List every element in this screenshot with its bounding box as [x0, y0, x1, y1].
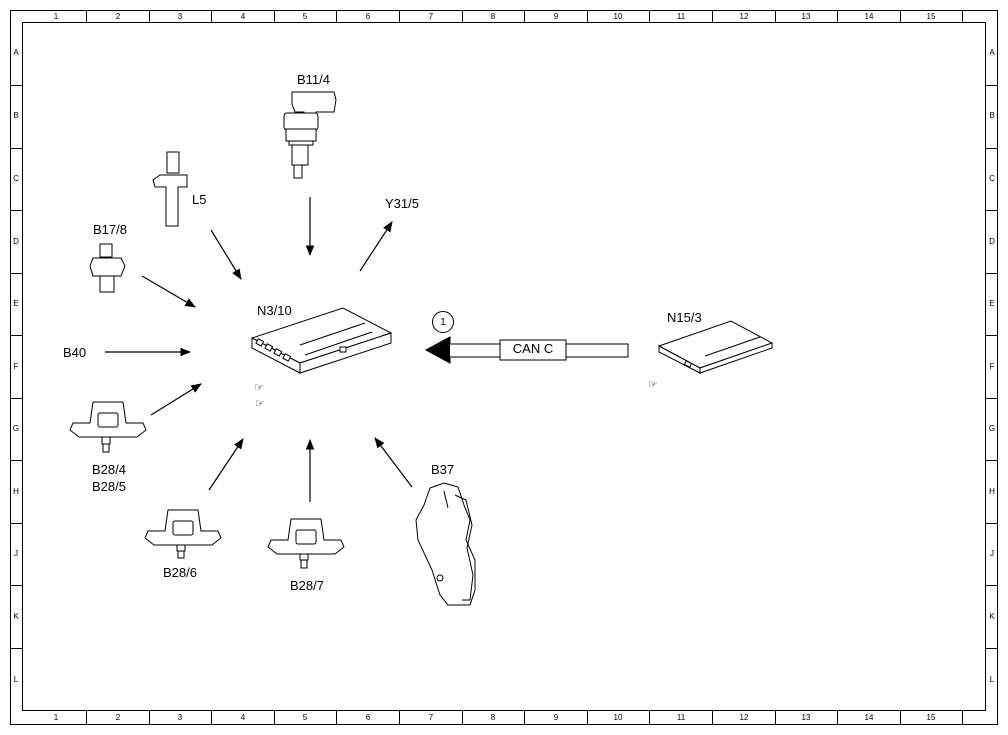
signal-arrows — [105, 197, 413, 502]
label-b28-7: B28/7 — [290, 578, 324, 593]
column-label-bottom: 4 — [240, 713, 246, 722]
column-label-top: 5 — [302, 12, 308, 21]
column-label-top: 6 — [365, 12, 371, 21]
column-label-bottom: 11 — [676, 713, 686, 722]
row-label-left: K — [13, 612, 19, 621]
row-label-left: H — [13, 487, 19, 496]
label-b28-5: B28/5 — [92, 479, 126, 494]
row-label-right: A — [989, 48, 995, 57]
arrow-b28-6-to-n3-10 — [208, 438, 244, 491]
row-label-right: C — [989, 174, 995, 183]
column-label-bottom: 5 — [302, 713, 308, 722]
b28-6-sensor — [144, 509, 222, 559]
column-label-bottom: 15 — [926, 713, 936, 722]
label-b11-4: B11/4 — [297, 72, 331, 87]
arrow-b37-to-n3-10 — [374, 437, 413, 488]
can-bus-arrow — [424, 336, 629, 364]
column-label-bottom: 14 — [864, 713, 874, 722]
drawing-border — [10, 10, 998, 725]
column-label-top: 8 — [490, 12, 496, 21]
row-label-left: F — [13, 362, 19, 371]
label-b40: B40 — [63, 345, 87, 360]
column-label-top: 1 — [53, 12, 59, 21]
note-marker: 1 — [432, 311, 454, 333]
row-label-left: C — [13, 174, 19, 183]
column-label-top: 11 — [676, 12, 686, 21]
row-label-left: G — [12, 424, 20, 433]
label-n3-10: N3/10 — [257, 303, 292, 318]
column-label-top: 7 — [428, 12, 434, 21]
arrow-l5-to-n3-10 — [210, 229, 242, 280]
column-label-bottom: 8 — [490, 713, 496, 722]
row-label-left: J — [14, 549, 18, 558]
column-grid-ticks — [86, 10, 963, 725]
label-l5: L5 — [192, 192, 207, 207]
hand-pointer-icon: ☞ — [255, 397, 265, 410]
n3-10-control-unit — [250, 307, 393, 374]
row-label-left: B — [13, 111, 19, 120]
label-y31-5: Y31/5 — [385, 196, 419, 211]
label-b28-4: B28/4 — [92, 462, 126, 477]
row-label-left: A — [13, 48, 19, 57]
b11-4-sensor — [283, 91, 337, 179]
column-label-bottom: 12 — [739, 713, 749, 722]
hand-pointer-icon: ☞ — [648, 378, 658, 391]
row-label-left: D — [13, 237, 19, 246]
column-label-bottom: 9 — [553, 713, 559, 722]
row-label-right: K — [989, 612, 995, 621]
column-label-top: 15 — [926, 12, 936, 21]
column-label-bottom: 10 — [613, 713, 623, 722]
row-label-right: D — [989, 237, 995, 246]
column-label-top: 10 — [613, 12, 623, 21]
hand-pointer-icon: ☞ — [254, 381, 264, 394]
column-label-top: 9 — [553, 12, 559, 21]
arrow-b17-8-to-n3-10 — [141, 275, 196, 308]
n15-3-module — [657, 320, 774, 374]
label-n15-3: N15/3 — [667, 310, 702, 325]
column-label-bottom: 6 — [365, 713, 371, 722]
column-label-bottom: 1 — [53, 713, 59, 722]
row-label-left: E — [13, 299, 19, 308]
arrow-n3-10-to-y31-5 — [359, 221, 393, 272]
row-label-right: F — [989, 362, 995, 371]
column-label-bottom: 13 — [801, 713, 811, 722]
column-label-top: 4 — [240, 12, 246, 21]
row-label-right: J — [990, 549, 994, 558]
row-label-right: L — [989, 675, 995, 684]
row-label-right: G — [988, 424, 996, 433]
l5-sensor — [152, 151, 188, 227]
label-b17-8: B17/8 — [93, 222, 127, 237]
column-label-bottom: 7 — [428, 713, 434, 722]
column-label-bottom: 2 — [115, 713, 121, 722]
column-label-top: 3 — [177, 12, 183, 21]
row-label-right: H — [989, 487, 995, 496]
row-label-right: E — [989, 299, 995, 308]
row-label-right: B — [989, 111, 995, 120]
column-label-top: 13 — [801, 12, 811, 21]
column-label-top: 12 — [739, 12, 749, 21]
column-label-top: 2 — [115, 12, 121, 21]
row-grid-ticks — [10, 85, 998, 649]
column-label-top: 14 — [864, 12, 874, 21]
label-b37: B37 — [431, 462, 455, 477]
can-bus-label: CAN C — [512, 341, 554, 356]
arrow-b28-4-to-n3-10 — [150, 383, 202, 416]
column-label-bottom: 3 — [177, 713, 183, 722]
b37-pedal — [415, 482, 476, 606]
b17-8-sensor — [89, 243, 126, 293]
row-label-left: L — [13, 675, 19, 684]
b28-4-sensor — [69, 401, 147, 453]
b28-7-sensor — [267, 518, 345, 569]
label-b28-6: B28/6 — [163, 565, 197, 580]
